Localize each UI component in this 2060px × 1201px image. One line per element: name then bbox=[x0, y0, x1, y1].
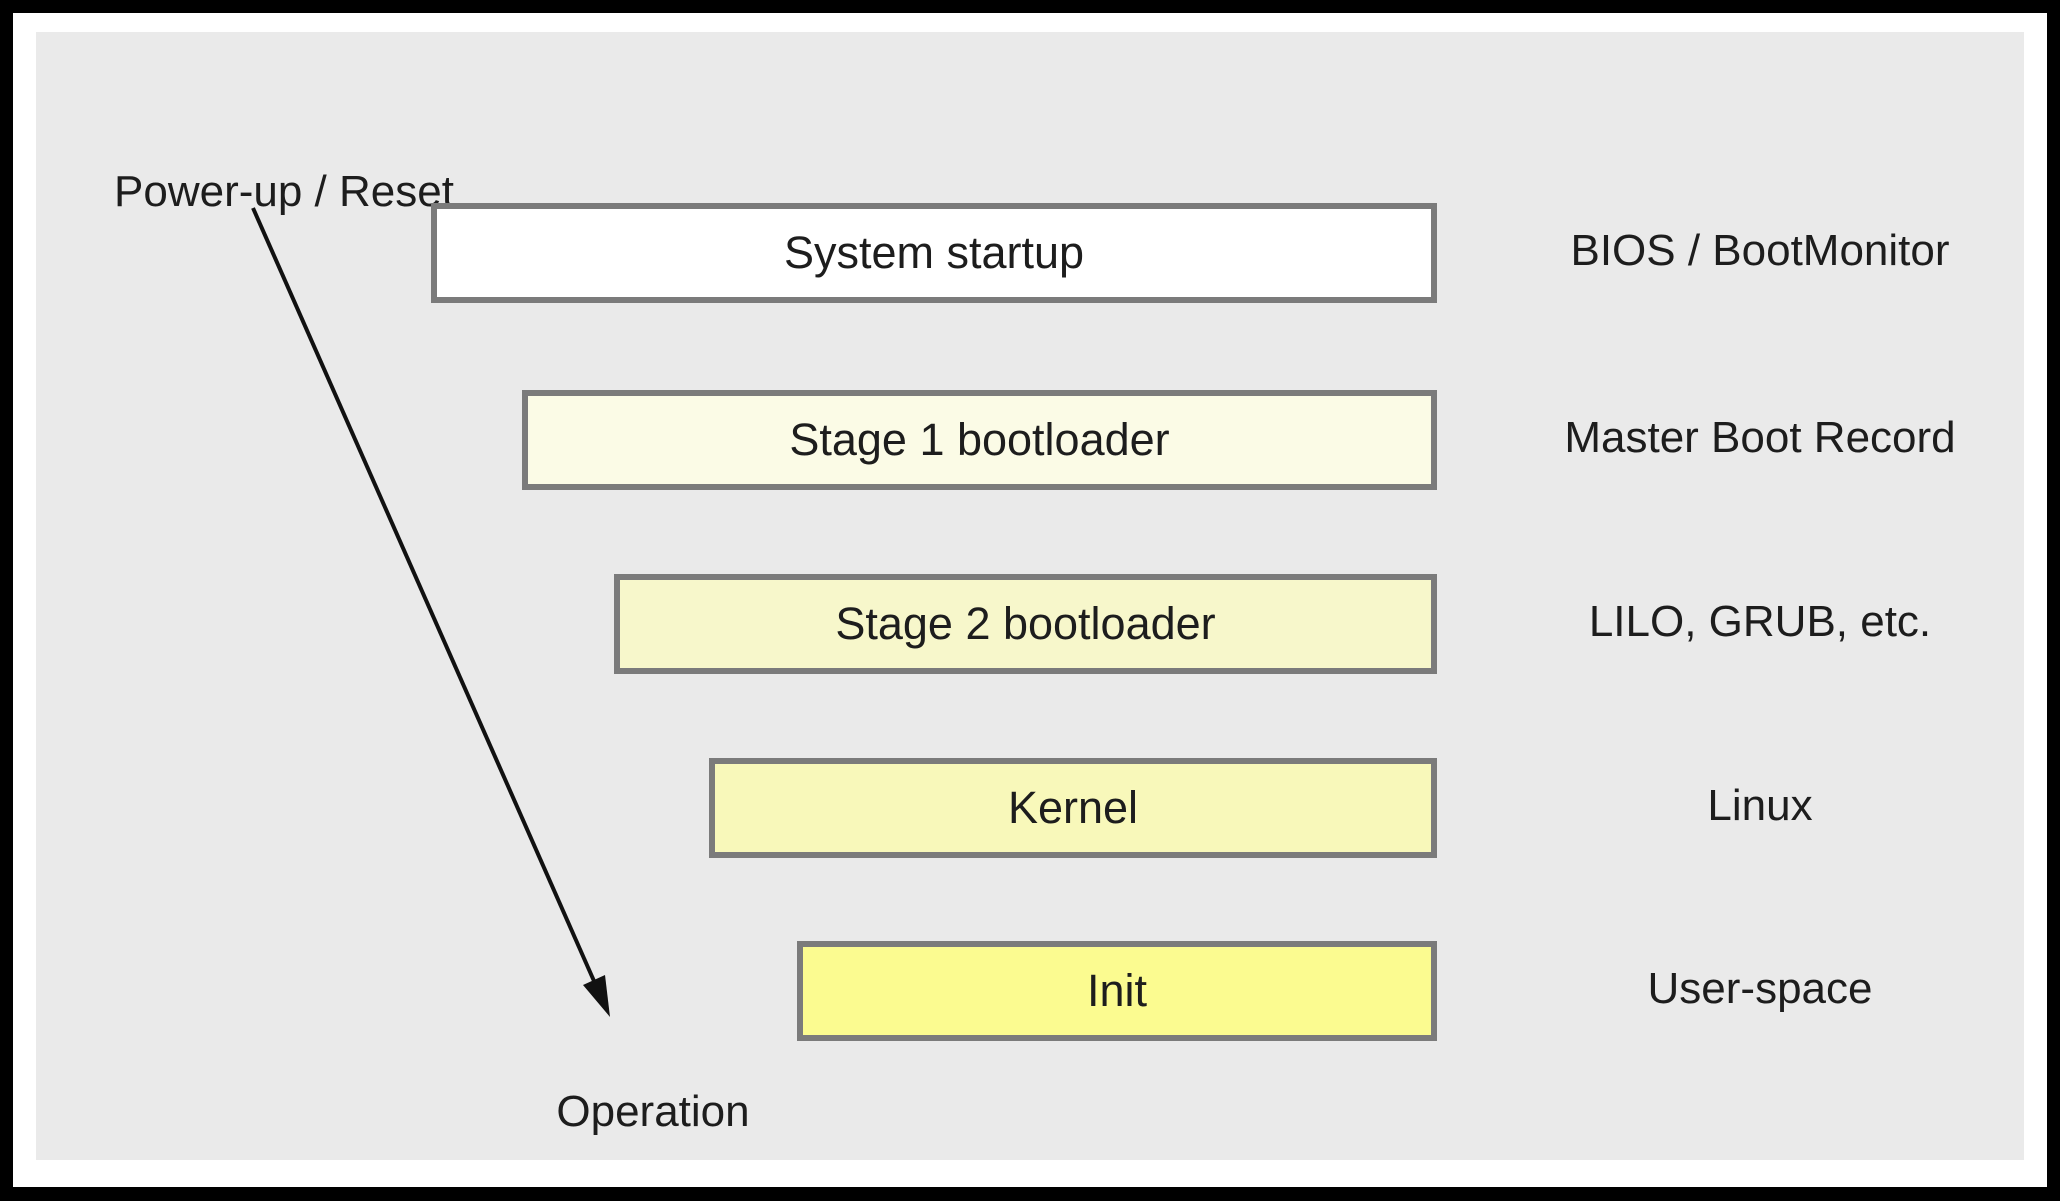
power-up-reset-label: Power-up / Reset bbox=[114, 167, 454, 216]
side-label-lilo-grub: LILO, GRUB, etc. bbox=[1588, 597, 1932, 646]
box-kernel: Kernel bbox=[709, 758, 1437, 858]
side-label-bios-bootmonitor: BIOS / BootMonitor bbox=[1570, 226, 1950, 275]
box-init-label: Init bbox=[1086, 965, 1148, 1016]
box-system-startup-label: System startup bbox=[783, 227, 1085, 278]
operation-label: Operation bbox=[556, 1087, 750, 1136]
box-stage1-bootloader-label: Stage 1 bootloader bbox=[789, 414, 1170, 465]
box-stage2-bootloader-label: Stage 2 bootloader bbox=[835, 598, 1216, 649]
side-label-linux: Linux bbox=[1707, 781, 1813, 830]
box-kernel-label: Kernel bbox=[1007, 782, 1139, 833]
side-label-user-space: User-space bbox=[1647, 964, 1873, 1013]
box-stage1-bootloader: Stage 1 bootloader bbox=[522, 390, 1437, 490]
box-stage2-bootloader: Stage 2 bootloader bbox=[614, 574, 1437, 674]
box-init: Init bbox=[797, 941, 1437, 1041]
side-label-master-boot-record: Master Boot Record bbox=[1564, 413, 1956, 462]
box-system-startup: System startup bbox=[431, 203, 1437, 303]
